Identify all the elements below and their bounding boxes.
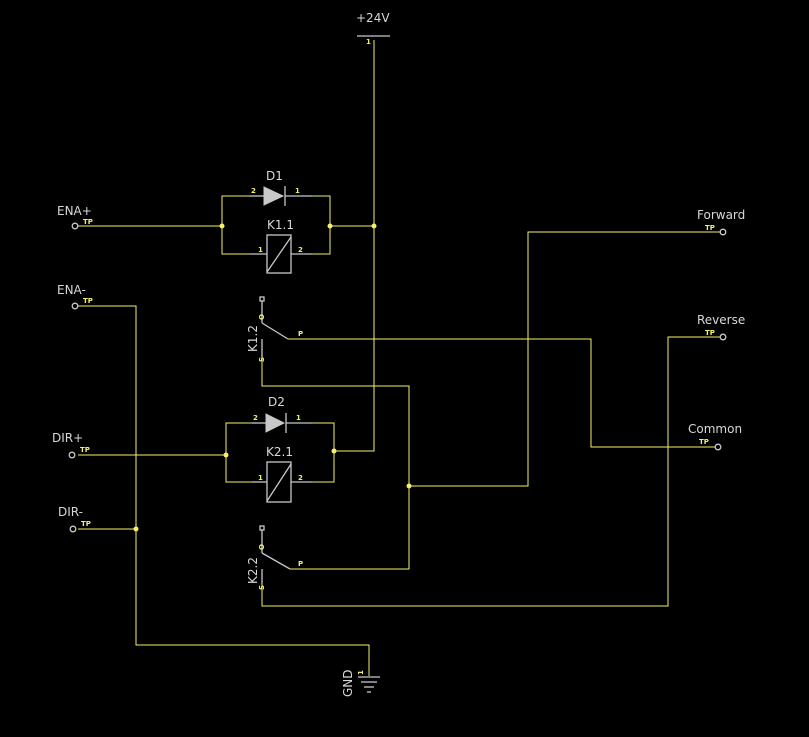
relay-coil-k11-ref: K1.1 — [267, 218, 294, 232]
junction-dot — [371, 223, 377, 229]
testpoint-common-label: Common — [688, 422, 742, 436]
diode-d1-ref: D1 — [266, 169, 283, 183]
testpoint-ena-plus-label: ENA+ — [57, 204, 92, 218]
ground-symbol[interactable]: GND 1 — [341, 669, 380, 697]
diode-d2-pin-anode: 2 — [253, 414, 258, 422]
testpoint-dir-plus-tag: TP — [80, 446, 90, 454]
testpoint-reverse-tag: TP — [705, 329, 715, 337]
wire-k22-s-to-reverse — [261, 336, 720, 607]
testpoint-forward-label: Forward — [697, 208, 745, 222]
supply-label: +24V — [356, 11, 390, 25]
testpoint-dir-minus[interactable]: DIR- TP — [58, 505, 91, 533]
wire-k12-s-to-k22-p — [261, 360, 410, 570]
testpoint-common-tag: TP — [699, 438, 709, 446]
wire-d2-k21-left-loop — [225, 422, 252, 483]
relay-contact-k12-pin-o: O — [258, 314, 266, 320]
testpoint-dir-plus-label: DIR+ — [52, 431, 83, 445]
junction-dot — [406, 483, 412, 489]
wire-ena-minus — [78, 305, 370, 676]
relay-contact-k22-pin-o: O — [258, 544, 266, 550]
relay-contact-k22[interactable]: K2.2 O P S — [246, 525, 303, 590]
junction-dot — [219, 223, 225, 229]
testpoint-reverse[interactable]: Reverse TP — [697, 313, 745, 341]
relay-contact-k12-ref: K1.2 — [246, 325, 260, 352]
testpoint-reverse-label: Reverse — [697, 313, 745, 327]
testpoint-ena-plus-tag: TP — [83, 218, 93, 226]
relay-coil-k21-pin-a: 1 — [258, 474, 263, 482]
relay-contact-k22-pin-s: S — [258, 585, 266, 590]
junction-dot — [327, 223, 333, 229]
testpoint-dir-minus-tag: TP — [81, 520, 91, 528]
wire-d1-k11-right-loop — [312, 195, 331, 255]
diode-d1[interactable]: D1 2 1 — [250, 169, 312, 206]
power-supply-symbol[interactable]: +24V 1 — [356, 11, 390, 46]
relay-coil-k11-pin-b: 2 — [298, 246, 303, 254]
diode-d2[interactable]: D2 2 1 — [252, 395, 312, 433]
wire-forward — [409, 231, 720, 487]
junction-dot — [223, 452, 229, 458]
wire-d2-k21-right-loop — [312, 422, 335, 483]
relay-contact-k12[interactable]: K1.2 O P S — [246, 296, 303, 362]
relay-coil-k11[interactable]: K1.1 1 2 — [250, 218, 312, 274]
supply-pin: 1 — [366, 38, 371, 46]
junction-dot — [331, 448, 337, 454]
ground-label: GND — [341, 669, 355, 697]
testpoint-dir-plus[interactable]: DIR+ TP — [52, 431, 90, 459]
testpoint-forward[interactable]: Forward TP — [697, 208, 745, 236]
diode-d1-pin-anode: 2 — [251, 187, 256, 195]
wire-d1-k11-left-loop — [221, 195, 250, 255]
junctions — [133, 223, 412, 532]
testpoint-dir-minus-label: DIR- — [58, 505, 83, 519]
relay-coil-k11-pin-a: 1 — [258, 246, 263, 254]
wire-k12-p-to-common — [288, 338, 716, 448]
diode-d2-ref: D2 — [268, 395, 285, 409]
testpoint-ena-minus-tag: TP — [83, 297, 93, 305]
relay-coil-k21[interactable]: K2.1 1 2 — [252, 445, 312, 503]
testpoint-forward-tag: TP — [705, 224, 715, 232]
wires — [78, 40, 720, 676]
relay-contact-k12-pin-p: P — [298, 330, 303, 338]
diode-d2-pin-cathode: 1 — [296, 414, 301, 422]
relay-contact-k22-ref: K2.2 — [246, 557, 260, 584]
diode-d1-pin-cathode: 1 — [295, 187, 300, 195]
wire-24v-rail — [334, 40, 375, 452]
testpoint-ena-minus-label: ENA- — [57, 283, 86, 297]
relay-contact-k22-pin-p: P — [298, 560, 303, 568]
relay-coil-k21-ref: K2.1 — [266, 445, 293, 459]
testpoint-common[interactable]: Common TP — [688, 422, 742, 451]
relay-contact-k12-pin-s: S — [258, 357, 266, 362]
relay-coil-k21-pin-b: 2 — [298, 474, 303, 482]
ground-pin: 1 — [357, 670, 365, 675]
testpoint-ena-minus[interactable]: ENA- TP — [57, 283, 93, 310]
testpoint-ena-plus[interactable]: ENA+ TP — [57, 204, 93, 230]
junction-dot — [133, 526, 139, 532]
